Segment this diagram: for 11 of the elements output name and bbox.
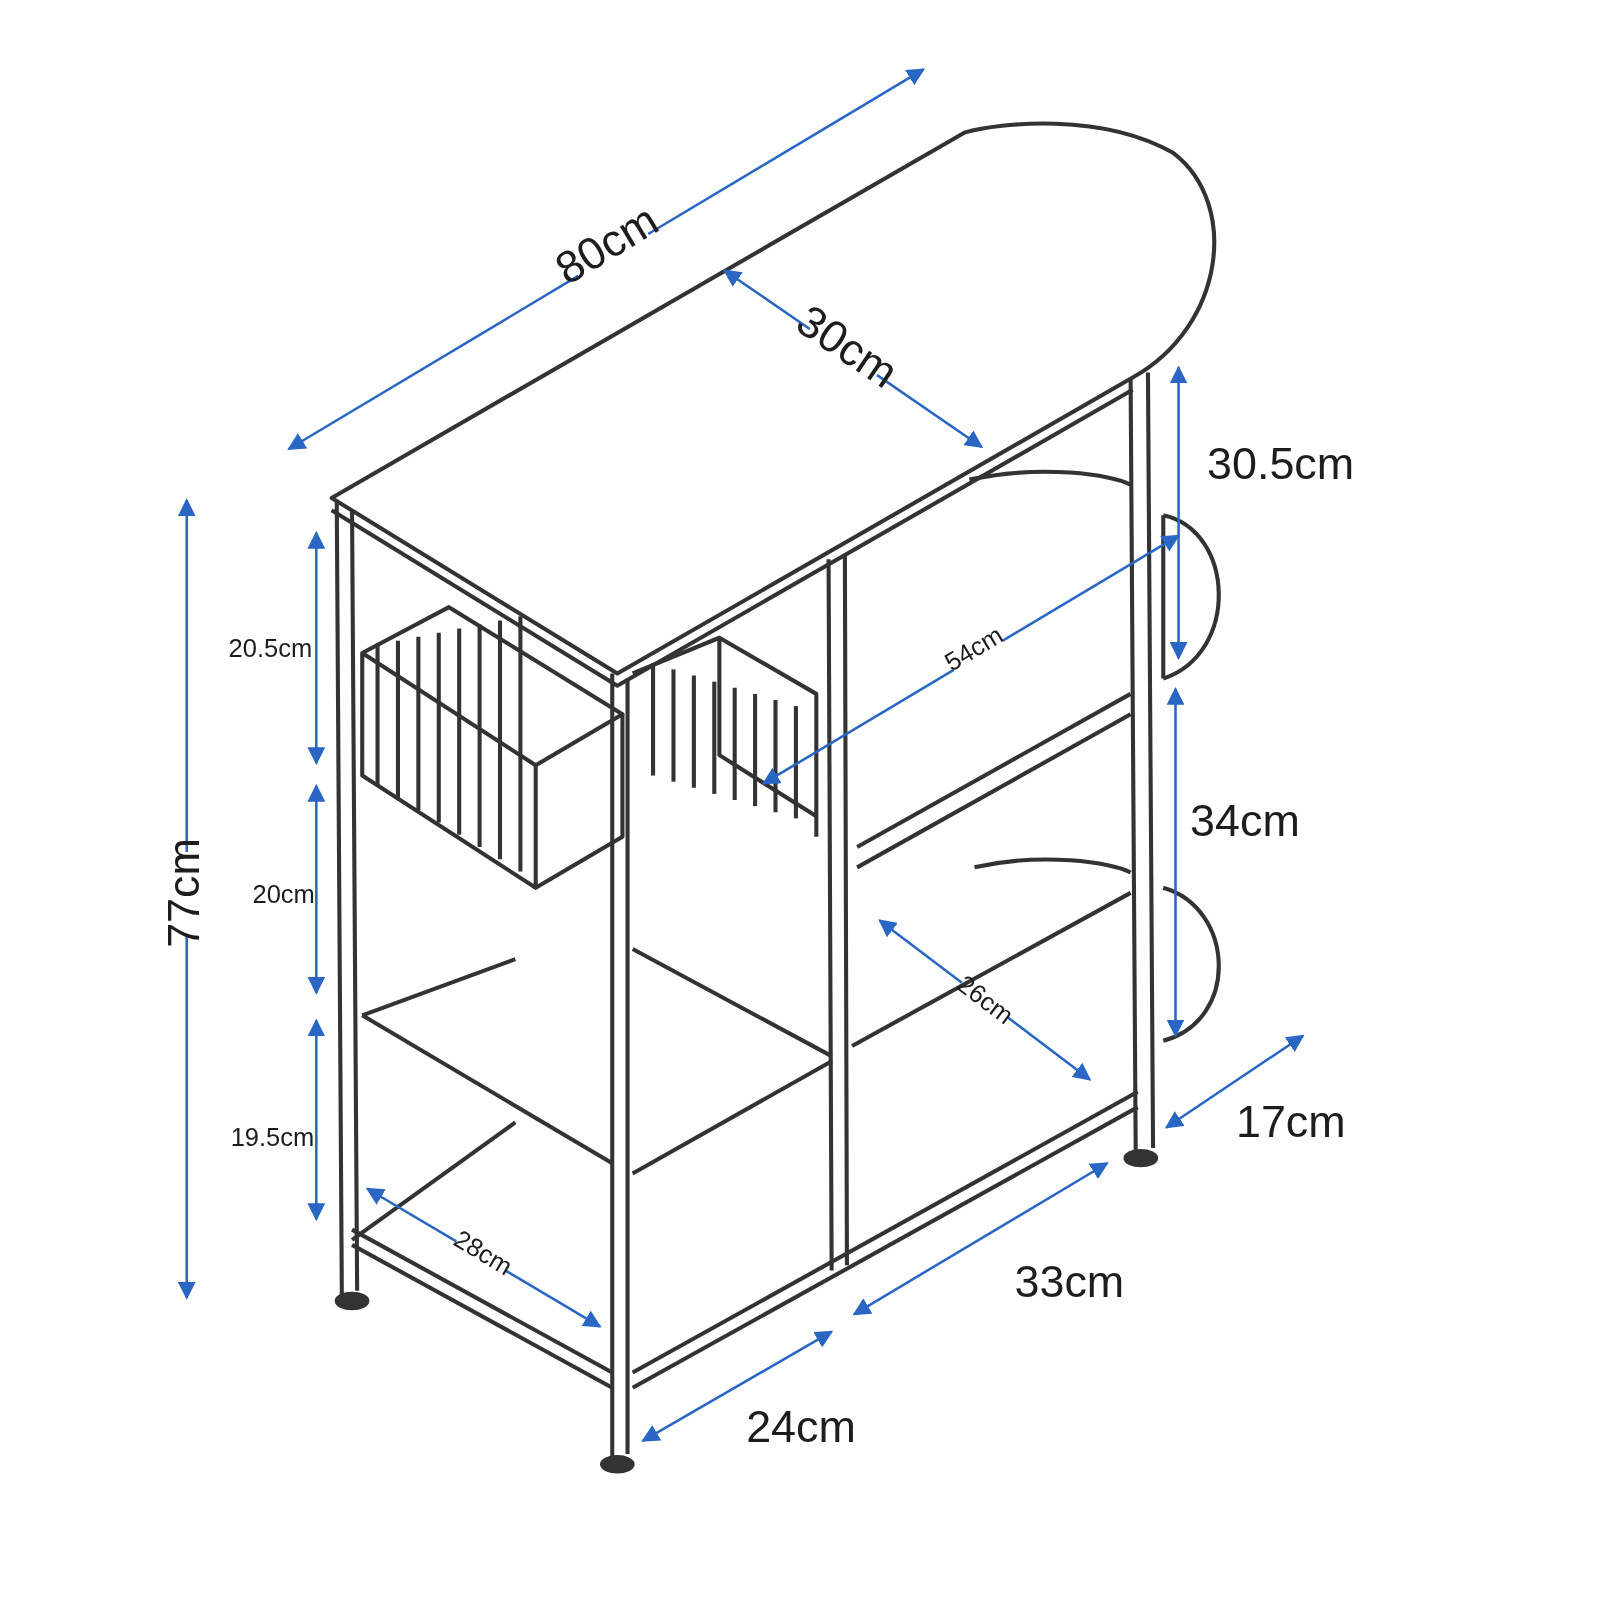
dimension-label: 20.5cm (228, 636, 313, 662)
dimension-label: 20cm (252, 882, 315, 908)
dimension-label: 77cm (161, 838, 207, 948)
dimension-label: 80cm (548, 197, 666, 293)
dimension-label: 33cm (1014, 1259, 1125, 1305)
dimension-label: 19.5cm (230, 1125, 315, 1151)
dimension-label: 30.5cm (1207, 441, 1355, 487)
dimension-label: 24cm (746, 1404, 856, 1449)
dimension-label: 17cm (1235, 1100, 1346, 1145)
dimension-label: 34cm (1190, 799, 1300, 844)
dimension-label: 54cm (941, 621, 1008, 676)
